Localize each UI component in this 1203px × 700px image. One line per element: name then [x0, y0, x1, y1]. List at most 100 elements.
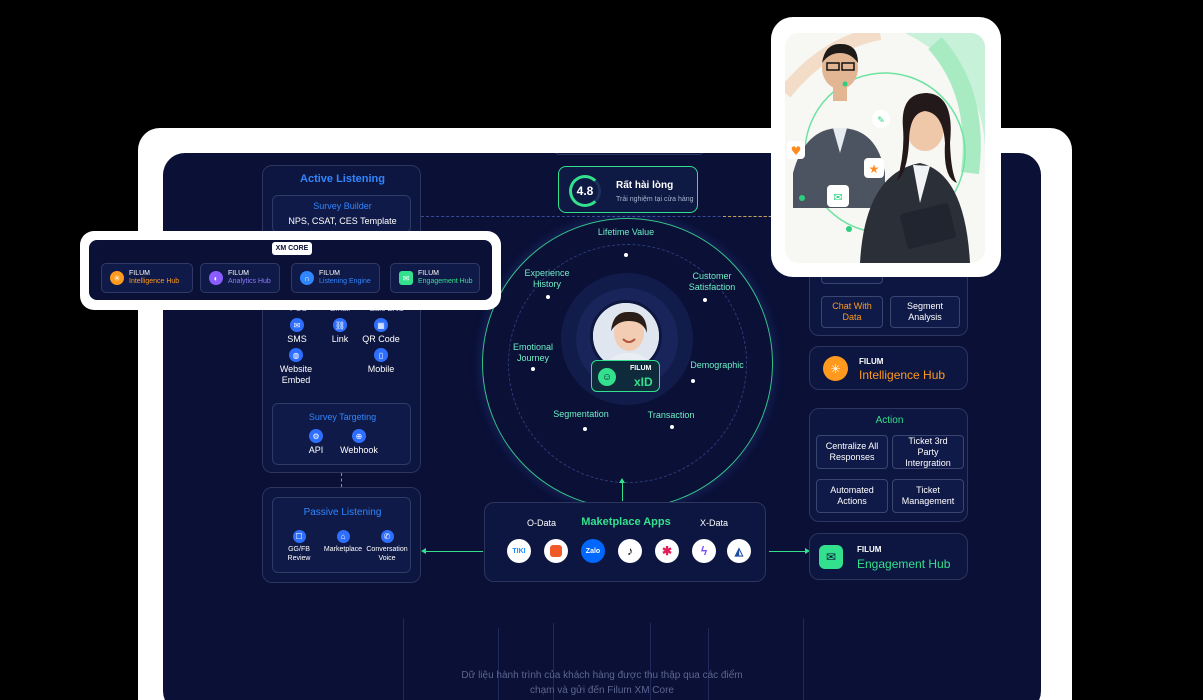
rating-score: 4.8 [569, 175, 601, 207]
footer-line-2: chạm và gửi đến Filum XM Core [530, 685, 674, 696]
decor-line [803, 618, 804, 700]
xm-core-badge: XM CORE [272, 242, 312, 255]
top-partial-card [554, 153, 704, 155]
decor-line [498, 628, 499, 700]
engagement-hub-brand: FILUM [857, 545, 882, 554]
active-listening-panel: Active Listening Survey Builder NPS, CSA… [262, 165, 421, 473]
sms-icon: ✉ [290, 318, 304, 332]
messenger-app-icon[interactable]: ϟ [692, 539, 716, 563]
passive-conversation-voice[interactable]: ✆ Conversation Voice [365, 530, 409, 563]
tiktok-app-icon[interactable]: ♪ [618, 539, 642, 563]
channel-qr-code[interactable]: ▦ QR Code [359, 318, 403, 344]
channel-link[interactable]: ⛓ Link [320, 318, 360, 344]
ring-dot [624, 253, 628, 257]
zendesk-app-icon[interactable]: ◭ [727, 539, 751, 563]
user-icon: ☺ [598, 368, 616, 386]
channel-sms[interactable]: ✉ SMS [277, 318, 317, 344]
xm-analytics-brand: FILUM [228, 270, 249, 277]
ring-dot [691, 379, 695, 383]
engagement-hub-card[interactable]: ✉ FILUM Engagement Hub [809, 533, 968, 580]
review-icon: ☐ [292, 530, 306, 543]
centralize-responses-button[interactable]: Centralize All Responses [816, 435, 888, 469]
x-data-label: X-Data [700, 518, 729, 528]
intelligence-hub-card[interactable]: ✳ FILUM Intelligence Hub [809, 346, 968, 390]
ticket-management-button[interactable]: Ticket Management [892, 479, 964, 513]
mobile-icon: ▯ [374, 348, 388, 362]
channel-website-embed[interactable]: ◍ Website Embed [273, 348, 319, 386]
ring-label-emotional-journey: Emotional Journey [512, 342, 554, 363]
xm-intelligence-brand: FILUM [129, 270, 150, 277]
targeting-api[interactable]: ⚙ API [301, 429, 331, 455]
footer-line-1: Dữ liệu hành trình của khách hàng được t… [461, 670, 743, 681]
intelligence-hub-brand: FILUM [859, 357, 884, 366]
xm-listening-brand: FILUM [319, 270, 340, 277]
globe-icon: ◍ [289, 348, 303, 362]
intelligence-hub-icon: ✳ [110, 271, 124, 285]
ring-label-lifetime-value: Lifetime Value [597, 227, 655, 237]
svg-text:✎: ✎ [877, 116, 885, 126]
ring-dot [583, 427, 587, 431]
rating-card[interactable]: 4.8 Rất hài lòng Trải nghiệm tại cửa hàn… [558, 166, 698, 213]
headphones-icon: ∩ [300, 271, 314, 285]
xid-badge[interactable]: ☺ FILUM xID [591, 360, 660, 392]
xm-analytics-name: Analytics Hub [228, 278, 271, 285]
passive-gg-fb-review[interactable]: ☐ GG/FB Review [279, 530, 319, 563]
marketplace-title: Maketplace Apps [581, 516, 671, 528]
ticket-management-label: Ticket Management [901, 485, 955, 506]
passive-listening-panel: Passive Listening ☐ GG/FB Review ⌂ Marke… [262, 487, 421, 583]
svg-text:★: ★ [869, 162, 880, 176]
shopee-app-icon[interactable] [544, 539, 568, 563]
active-listening-title: Active Listening [300, 173, 385, 185]
engagement-hub-icon: ✉ [819, 545, 843, 569]
footer-caption: Dữ liệu hành trình của khách hàng được t… [402, 668, 802, 698]
decor-line [650, 623, 651, 700]
slack-app-icon[interactable]: ✱ [655, 539, 679, 563]
passive-marketplace[interactable]: ⌂ Marketplace [321, 530, 365, 554]
arrow-line [622, 481, 623, 501]
arrow-head-right [805, 548, 810, 554]
engagement-hub-name: Engagement Hub [857, 557, 951, 571]
targeting-api-label: API [308, 445, 324, 455]
zalo-app-icon[interactable]: Zalo [581, 539, 605, 563]
rating-subtitle: Trải nghiệm tại cửa hàng [616, 196, 694, 203]
automated-actions-button[interactable]: Automated Actions [816, 479, 888, 513]
ring-label-customer-satisfaction: Customer Satisfaction [688, 271, 736, 292]
targeting-webhook[interactable]: ⊕ Webhook [335, 429, 383, 455]
survey-template-label: NPS, CSAT, CES Template [288, 216, 397, 226]
segment-analysis-button[interactable]: Segment Analysis [890, 296, 960, 328]
action-panel: Action Centralize All Responses Ticket 3… [809, 408, 968, 522]
tiki-app-icon[interactable]: TIKI [507, 539, 531, 563]
ticket-3rd-party-button[interactable]: Ticket 3rd Party Intergration [892, 435, 964, 469]
api-icon: ⚙ [309, 429, 323, 443]
svg-text:♥: ♥ [791, 144, 802, 158]
survey-builder-box[interactable]: Survey Builder NPS, CSAT, CES Template [272, 195, 411, 233]
store-icon: ⌂ [336, 530, 350, 543]
ring-dot [670, 425, 674, 429]
link-icon: ⛓ [333, 318, 347, 332]
ring-dot [703, 298, 707, 302]
survey-targeting-title: Survey Targeting [308, 412, 377, 422]
channel-qr-code-label: QR Code [362, 334, 400, 344]
channel-link-label: Link [331, 334, 349, 344]
chat-with-data-button[interactable]: Chat With Data [821, 296, 883, 328]
ring-label-transaction: Transaction [647, 410, 695, 420]
xm-engagement-name: Engagement Hub [418, 278, 473, 285]
arrow-head-up [619, 478, 625, 483]
svg-text:✉: ✉ [833, 191, 842, 204]
ring-label-segmentation: Segmentation [553, 409, 609, 419]
business-people-photo: ♥ ★ ✉ ✎ [785, 33, 985, 263]
arrow-line [423, 551, 483, 552]
channel-mobile-label: Mobile [367, 364, 395, 374]
arrow-head-left [421, 548, 426, 554]
targeting-webhook-label: Webhook [340, 445, 378, 455]
phone-icon: ✆ [380, 530, 394, 543]
channel-mobile[interactable]: ▯ Mobile [359, 348, 403, 374]
passive-listening-box: Passive Listening ☐ GG/FB Review ⌂ Marke… [272, 497, 411, 573]
ring-dot [531, 367, 535, 371]
